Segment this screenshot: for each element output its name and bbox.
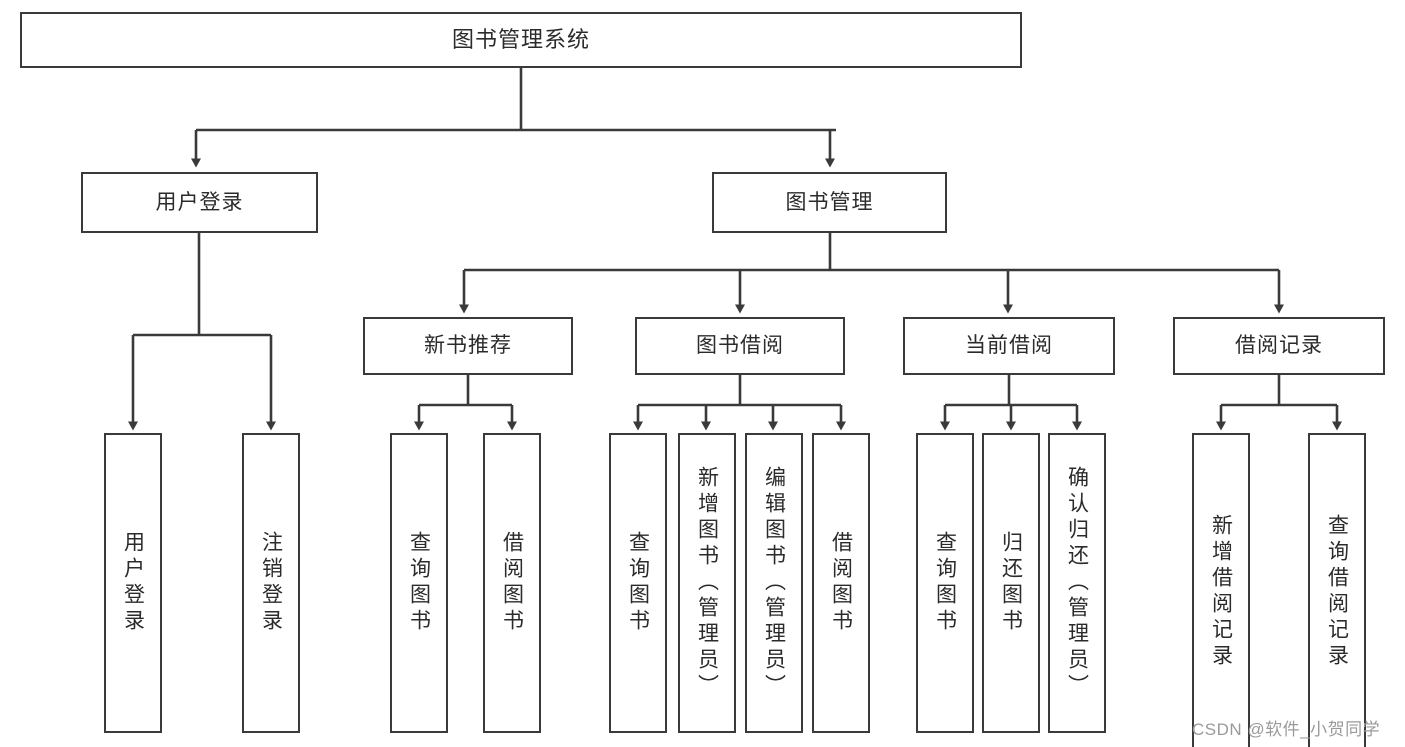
node-label: 新增图书（管理员） bbox=[695, 466, 719, 700]
csdn-watermark: CSDN @软件_小贺同学 bbox=[1192, 720, 1381, 739]
node-book-management[interactable]: 图书管理 bbox=[712, 172, 947, 233]
node-label: 注销登录 bbox=[259, 531, 283, 635]
node-borrow-record[interactable]: 借阅记录 bbox=[1173, 317, 1385, 375]
node-book-borrow[interactable]: 图书借阅 bbox=[635, 317, 845, 375]
leaf-user-login-login[interactable]: 用户登录 bbox=[104, 433, 162, 733]
leaf-borrow-query-book[interactable]: 查询图书 bbox=[609, 433, 667, 733]
leaf-current-query-book[interactable]: 查询图书 bbox=[916, 433, 974, 733]
leaf-borrow-add-book-admin[interactable]: 新增图书（管理员） bbox=[678, 433, 736, 733]
node-label: 借阅记录 bbox=[1235, 334, 1323, 358]
node-user-login[interactable]: 用户登录 bbox=[81, 172, 318, 233]
node-label: 查询图书 bbox=[626, 531, 650, 635]
node-new-book-recommend[interactable]: 新书推荐 bbox=[363, 317, 573, 375]
leaf-record-add-record[interactable]: 新增借阅记录 bbox=[1192, 433, 1250, 747]
node-label: 查询借阅记录 bbox=[1325, 514, 1349, 670]
leaf-current-return-book[interactable]: 归还图书 bbox=[982, 433, 1040, 733]
leaf-record-query-record[interactable]: 查询借阅记录 bbox=[1308, 433, 1366, 747]
node-label: 借阅图书 bbox=[829, 531, 853, 635]
leaf-recommend-query-book[interactable]: 查询图书 bbox=[390, 433, 448, 733]
node-label: 用户登录 bbox=[155, 190, 244, 214]
node-label: 借阅图书 bbox=[500, 531, 524, 635]
node-label: 图书管理系统 bbox=[451, 26, 590, 52]
node-label: 编辑图书（管理员） bbox=[762, 466, 786, 700]
leaf-borrow-borrow-book[interactable]: 借阅图书 bbox=[812, 433, 870, 733]
node-label: 用户登录 bbox=[121, 531, 145, 635]
leaf-user-login-logout[interactable]: 注销登录 bbox=[242, 433, 300, 733]
node-label: 新增借阅记录 bbox=[1209, 514, 1233, 670]
node-label: 图书管理 bbox=[785, 190, 874, 214]
node-current-borrow[interactable]: 当前借阅 bbox=[903, 317, 1115, 375]
leaf-borrow-edit-book-admin[interactable]: 编辑图书（管理员） bbox=[745, 433, 803, 733]
leaf-current-confirm-return-admin[interactable]: 确认归还（管理员） bbox=[1048, 433, 1106, 733]
node-label: 图书借阅 bbox=[696, 334, 784, 358]
node-label: 查询图书 bbox=[933, 531, 957, 635]
node-label: 确认归还（管理员） bbox=[1065, 466, 1089, 700]
node-label: 当前借阅 bbox=[965, 334, 1053, 358]
node-root-system[interactable]: 图书管理系统 bbox=[20, 12, 1022, 68]
node-label: 查询图书 bbox=[407, 531, 431, 635]
leaf-recommend-borrow-book[interactable]: 借阅图书 bbox=[483, 433, 541, 733]
node-label: 归还图书 bbox=[999, 531, 1023, 635]
node-label: 新书推荐 bbox=[424, 334, 512, 358]
